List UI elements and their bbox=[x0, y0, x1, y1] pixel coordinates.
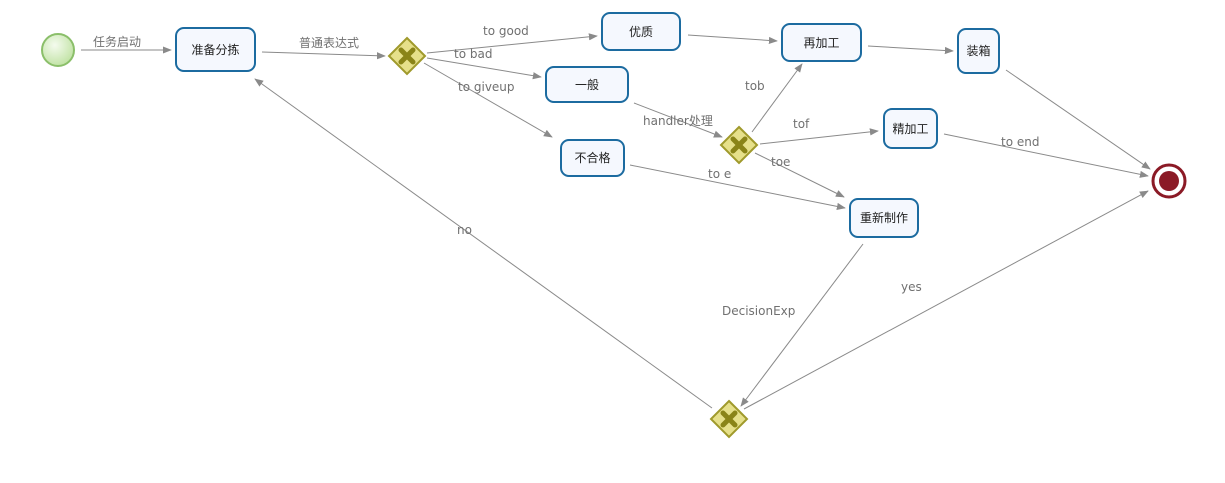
edge-label-finish-end: to end bbox=[1001, 135, 1039, 149]
task-prepare-label: 准备分拣 bbox=[191, 42, 239, 57]
edge-label-gw2-rework: tob bbox=[745, 79, 765, 93]
end-event[interactable] bbox=[1151, 163, 1187, 199]
task-pack[interactable]: 装箱 bbox=[957, 28, 1000, 74]
task-rework-label: 再加工 bbox=[803, 36, 839, 50]
edge-label-gw2-remake: toe bbox=[771, 155, 790, 169]
task-reject[interactable]: 不合格 bbox=[560, 139, 625, 177]
edge-label-gw2-finish: tof bbox=[793, 117, 810, 131]
edge-label-remake-gw3: DecisionExp bbox=[722, 304, 795, 318]
edge-label-gw1-good: to good bbox=[483, 24, 529, 38]
task-normal-label: 一般 bbox=[575, 77, 599, 92]
task-normal[interactable]: 一般 bbox=[545, 66, 629, 103]
edge-gw3-prepare[interactable]: no bbox=[254, 78, 713, 409]
edge-finish-end[interactable]: to end bbox=[943, 133, 1149, 178]
edge-gw1-reject[interactable]: to giveup bbox=[423, 62, 553, 138]
edge-gw3-end[interactable]: yes bbox=[743, 190, 1149, 410]
task-rework[interactable]: 再加工 bbox=[781, 23, 862, 62]
edge-label-normal-gw2: handler处理 bbox=[643, 114, 713, 128]
edge-reject-remake[interactable]: to e bbox=[629, 164, 846, 210]
task-prepare[interactable]: 准备分拣 bbox=[175, 27, 256, 72]
task-good[interactable]: 优质 bbox=[601, 12, 681, 51]
edge-label-gw3-prepare: no bbox=[457, 223, 472, 237]
start-event[interactable] bbox=[41, 33, 75, 67]
task-good-label: 优质 bbox=[629, 25, 653, 39]
edge-label-reject-remake: to e bbox=[708, 167, 731, 181]
gateway-3[interactable] bbox=[709, 399, 749, 439]
task-finish-label: 精加工 bbox=[892, 122, 928, 136]
gateway-1[interactable] bbox=[387, 36, 427, 76]
edge-gw1-normal[interactable]: to bad bbox=[426, 47, 542, 80]
edge-label-gw1-reject: to giveup bbox=[458, 80, 515, 94]
task-reject-label: 不合格 bbox=[574, 150, 610, 165]
edge-pack-end[interactable] bbox=[1005, 69, 1151, 170]
edge-gw1-good[interactable]: to good bbox=[426, 24, 598, 54]
edge-label-prepare-gw1: 普通表达式 bbox=[299, 36, 359, 50]
edge-normal-gw2[interactable]: handler处理 bbox=[633, 102, 723, 138]
edge-rework-pack[interactable] bbox=[867, 45, 954, 55]
edge-gw2-remake[interactable]: toe bbox=[754, 152, 845, 198]
task-finish[interactable]: 精加工 bbox=[883, 108, 938, 149]
edge-label-gw3-end: yes bbox=[901, 280, 922, 294]
edge-label-start-prepare: 任务启动 bbox=[93, 34, 141, 49]
edge-prepare-gw1[interactable]: 普通表达式 bbox=[261, 36, 386, 60]
edge-start-prepare[interactable]: 任务启动 bbox=[81, 34, 172, 54]
task-remake-label: 重新制作 bbox=[860, 210, 908, 225]
edge-label-gw1-normal: to bad bbox=[454, 47, 492, 61]
edge-good-rework[interactable] bbox=[687, 34, 778, 45]
edge-gw2-rework[interactable]: tob bbox=[745, 63, 803, 133]
edge-remake-gw3[interactable]: DecisionExp bbox=[722, 243, 864, 407]
edge-gw2-finish[interactable]: tof bbox=[759, 117, 879, 145]
gateway-2[interactable] bbox=[719, 125, 759, 165]
task-pack-label: 装箱 bbox=[966, 43, 990, 58]
task-remake[interactable]: 重新制作 bbox=[849, 198, 919, 238]
